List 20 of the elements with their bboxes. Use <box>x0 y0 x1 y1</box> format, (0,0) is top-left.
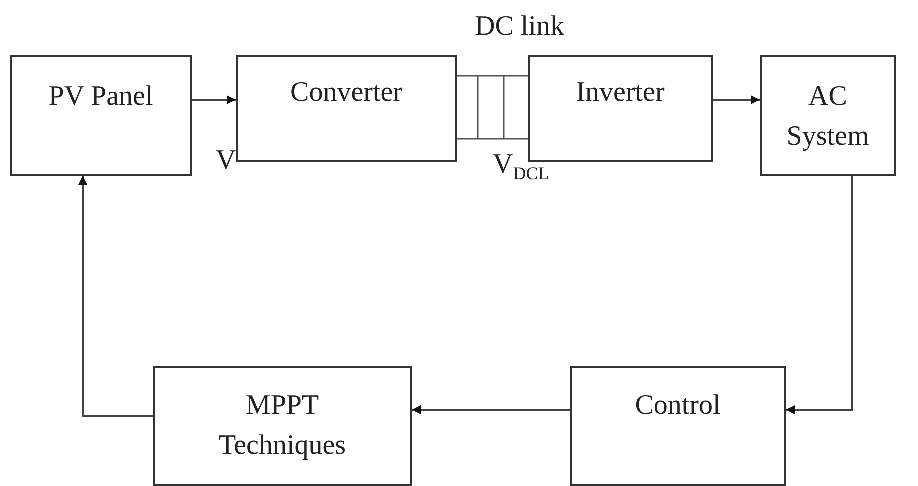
box-label: Inverter <box>575 76 666 110</box>
box-label: Converter <box>290 76 404 110</box>
process-box <box>10 55 192 176</box>
arrow <box>713 96 760 104</box>
box-label: AC System <box>786 80 870 154</box>
arrow <box>78 176 153 417</box>
process-box <box>760 55 896 176</box>
box-label: PV Panel <box>48 80 154 114</box>
process-box <box>570 366 786 486</box>
signal-label: V <box>216 146 236 176</box>
dc-link-label: DC link <box>475 11 564 43</box>
arrow <box>412 406 570 414</box>
process-box <box>153 366 412 486</box>
signal-label: V$_{DCL}$ <box>493 150 550 186</box>
process-box <box>236 55 457 162</box>
box-label: MPPT Techniques <box>218 389 348 463</box>
arrow <box>192 96 236 104</box>
box-label: Control <box>634 389 722 423</box>
process-box <box>528 55 713 162</box>
arrow <box>786 176 853 414</box>
